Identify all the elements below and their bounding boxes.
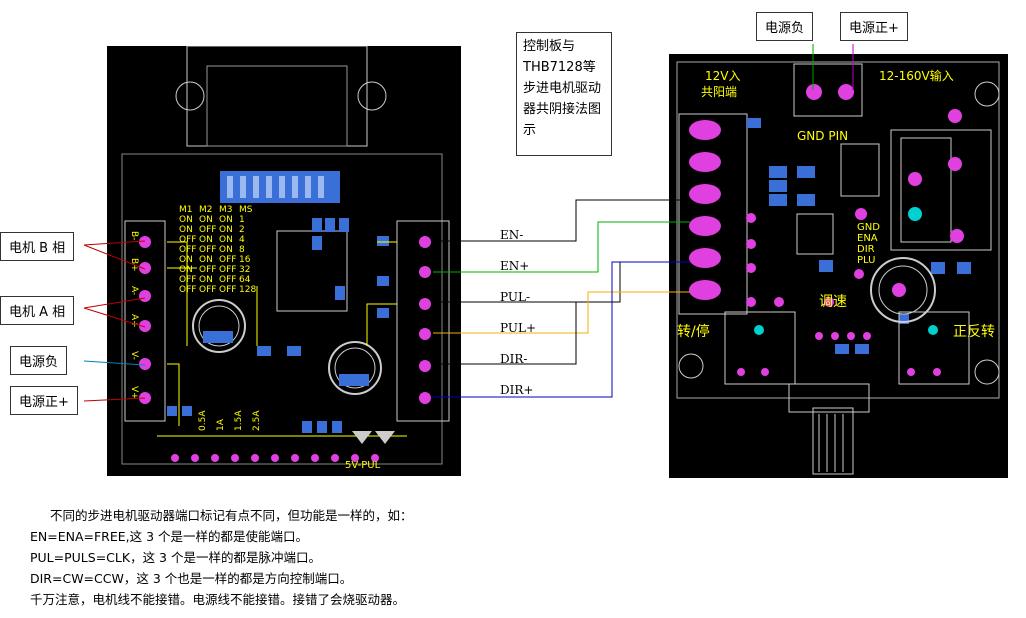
table-cell: 128	[239, 285, 256, 295]
table-cell: OFF	[219, 285, 236, 295]
label-motor-b: 电机 B 相	[0, 232, 75, 261]
signal-pul-plus: PUL+	[500, 321, 536, 335]
table-cell: OFF	[219, 255, 236, 265]
bottom-label: 5V-PUL	[345, 460, 381, 471]
label-left-power-pos: 电源正+	[10, 386, 78, 415]
table-cell: OFF	[199, 265, 216, 275]
table-cell: OFF	[199, 245, 216, 255]
svg-text:A+: A+	[129, 314, 139, 328]
table-cell: OFF	[219, 265, 236, 275]
table-cell: OFF	[179, 245, 196, 255]
current-label: 1A	[216, 418, 226, 431]
table-header-cell: M1	[179, 205, 193, 215]
paragraph-line: 千万注意，电机线不能接错。电源线不能接错。接错了会烧驱动器。	[30, 592, 406, 607]
wiring-note: 控制板与THB7128等步进电机驱动器共阴接法图示	[516, 32, 612, 156]
current-label: 0.5A	[198, 410, 208, 431]
table-cell: ON	[199, 215, 213, 225]
control-board: 12V入 共阳端 12-160V输入 GND PIN	[669, 54, 1008, 478]
table-cell: 32	[239, 265, 250, 275]
table-cell: ON	[179, 265, 193, 275]
table-cell: OFF	[199, 225, 216, 235]
table-cell: 8	[239, 245, 245, 255]
table-cell: OFF	[219, 275, 236, 285]
label-left-power-neg: 电源负	[10, 346, 68, 375]
table-cell: ON	[219, 245, 233, 255]
label-motor-a: 电机 A 相	[0, 296, 75, 325]
label-stop: 转/停	[677, 323, 710, 340]
pin-label: GND	[857, 222, 880, 233]
pin-label: DIR	[857, 244, 875, 255]
table-cell: ON	[179, 225, 193, 235]
label-top-power-neg: 电源负	[756, 12, 814, 41]
table-cell: 1	[239, 215, 245, 225]
label-speed: 调速	[819, 294, 847, 310]
table-cell: OFF	[179, 275, 196, 285]
signal-en-plus: EN+	[500, 259, 530, 273]
pin-label: ENA	[857, 233, 878, 244]
label-gnd-pin: GND PIN	[797, 129, 848, 143]
label-12v: 12V入	[705, 69, 740, 83]
table-cell: ON	[199, 275, 213, 285]
paragraph-line: 不同的步进电机驱动器端口标记有点不同，但功能是一样的，如：	[50, 508, 413, 523]
table-cell: OFF	[179, 235, 196, 245]
table-cell: ON	[199, 255, 213, 265]
table-cell: OFF	[179, 285, 196, 295]
table-cell: ON	[219, 215, 233, 225]
table-cell: 2	[239, 225, 245, 235]
label-top-power-pos: 电源正+	[840, 12, 908, 41]
label-direction: 正反转	[953, 324, 995, 340]
svg-text:V-: V-	[129, 351, 139, 360]
table-header-cell: MS	[239, 205, 253, 215]
control-board-graphic: 12V入 共阳端 12-160V输入 GND PIN	[676, 61, 1000, 475]
signal-dir-minus: DIR-	[500, 352, 528, 366]
table-cell: 4	[239, 235, 245, 245]
table-cell: 64	[239, 275, 251, 285]
svg-text:V+: V+	[129, 386, 139, 400]
label-input: 12-160V输入	[879, 68, 954, 83]
table-cell: ON	[199, 235, 213, 245]
paragraph-line: PUL=PULS=CLK，这 3 个是一样的都是脉冲端口。	[30, 550, 321, 565]
table-cell: ON	[219, 225, 233, 235]
paragraph-line: DIR=CW=CCW，这 3 个也是一样的都是方向控制端口。	[30, 571, 353, 586]
current-label: 2.5A	[252, 410, 262, 431]
paragraph-line: EN=ENA=FREE,这 3 个是一样的都是使能端口。	[30, 529, 309, 544]
table-header-cell: M2	[199, 205, 213, 215]
table-cell: OFF	[199, 285, 216, 295]
svg-text:B-: B-	[129, 231, 139, 240]
signal-en-minus: EN-	[500, 228, 524, 242]
table-cell: ON	[219, 235, 233, 245]
signal-pul-minus: PUL-	[500, 290, 530, 304]
label-common-anode: 共阳端	[701, 85, 737, 99]
current-label: 1.5A	[234, 410, 244, 431]
driver-board-graphic: B- B+ A- A+ V- V+	[121, 45, 450, 471]
pin-label: PLU	[857, 255, 875, 266]
driver-board-thb7128: B- B+ A- A+ V- V+	[107, 45, 461, 476]
signal-dir-plus: DIR+	[500, 383, 534, 397]
svg-text:A-: A-	[129, 286, 139, 295]
table-cell: 16	[239, 255, 251, 265]
table-cell: ON	[179, 255, 193, 265]
table-header-cell: M3	[219, 205, 233, 215]
table-cell: ON	[179, 215, 193, 225]
